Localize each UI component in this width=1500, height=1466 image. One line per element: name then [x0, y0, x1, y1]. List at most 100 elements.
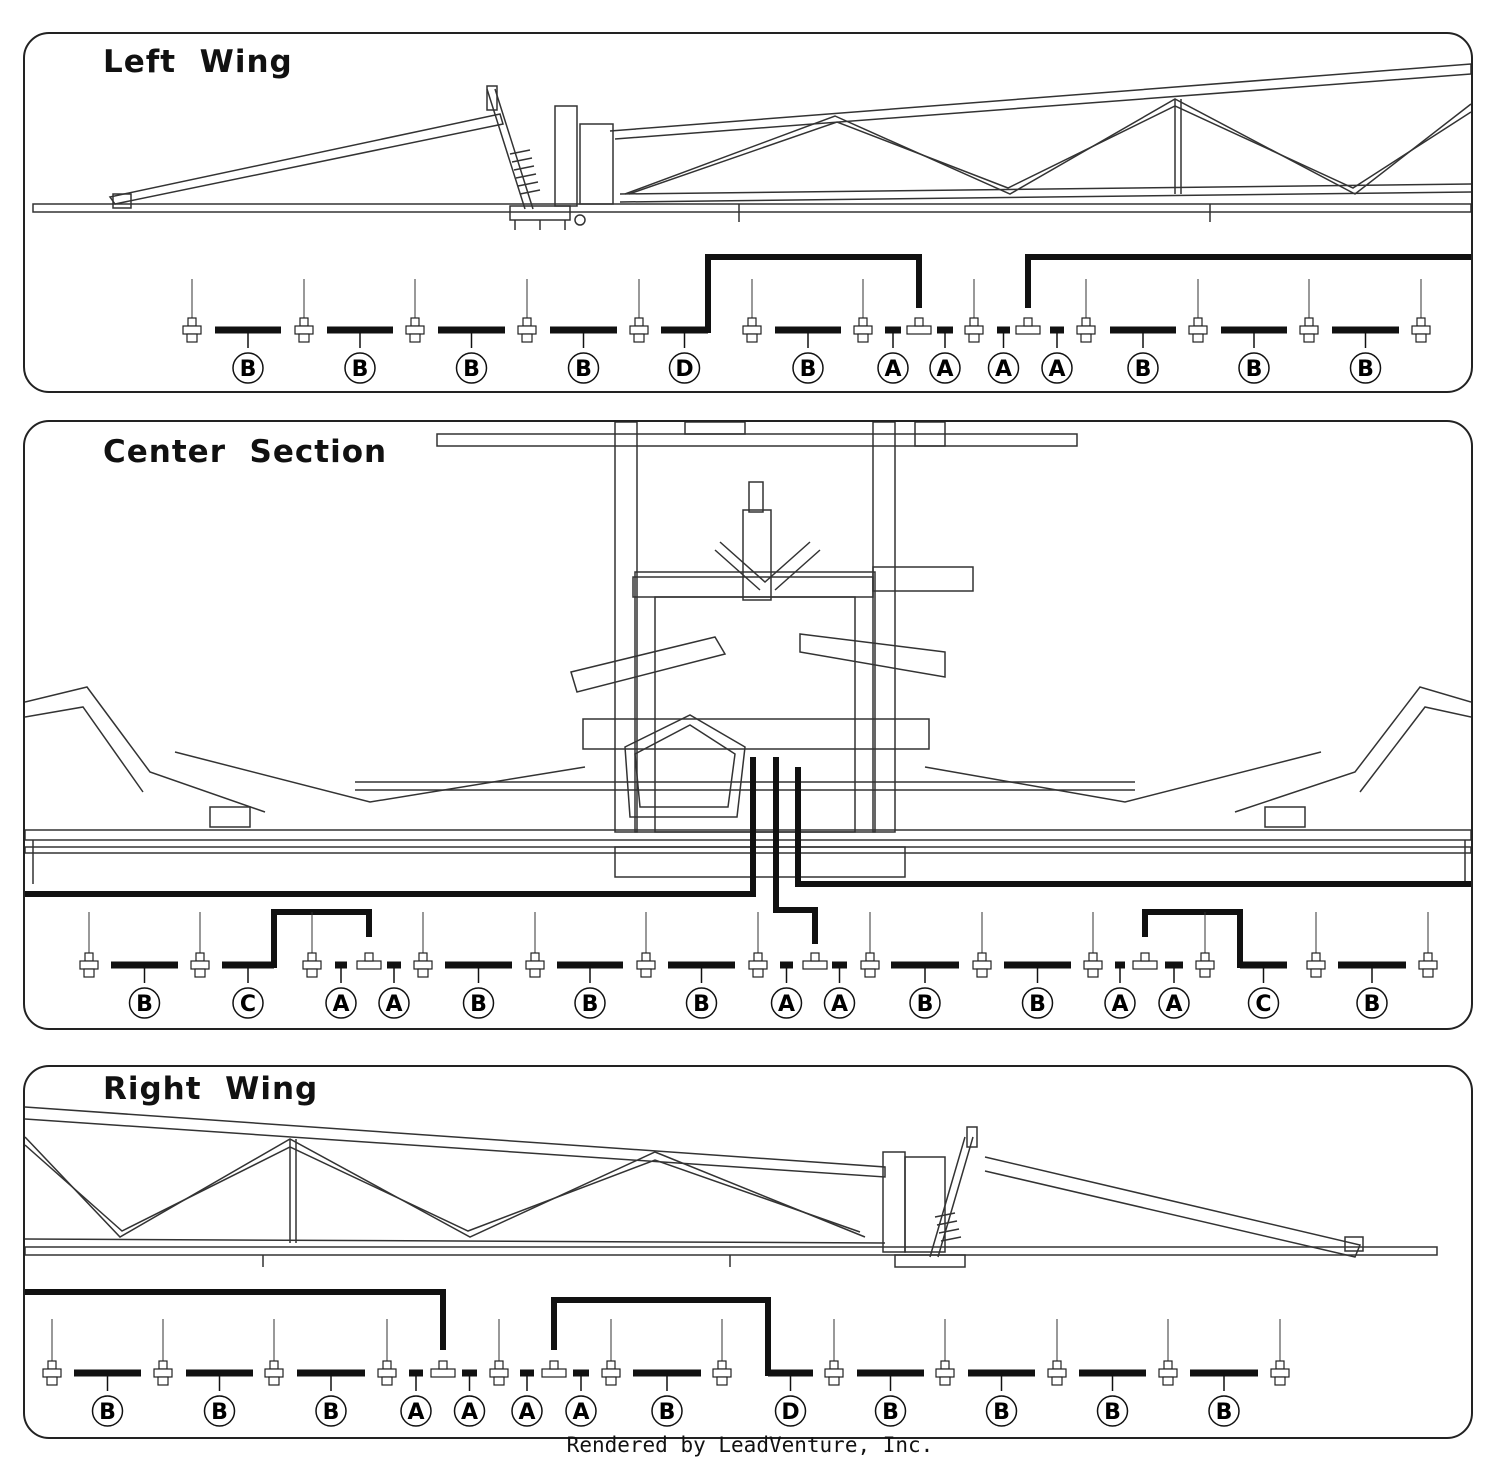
- hose-label: A: [385, 992, 402, 1017]
- nozzle-fitting: [935, 1319, 955, 1386]
- tee-fitting: [906, 317, 932, 335]
- hose-label: B: [1029, 992, 1046, 1017]
- hose-label: B: [1216, 1400, 1233, 1425]
- hose-label-callout: B: [91, 1395, 124, 1427]
- hose-label-callout: A: [823, 987, 856, 1019]
- hose-label: B: [323, 1400, 340, 1425]
- section-title: Center Section: [103, 434, 388, 470]
- nozzle-fitting: [742, 279, 762, 343]
- hose-label: B: [800, 357, 817, 382]
- hose-label-callout: C: [232, 987, 264, 1019]
- hose-label-callout: B: [1349, 352, 1382, 384]
- hose-label-callout: B: [344, 352, 376, 384]
- hose-label-callout: B: [1127, 352, 1159, 384]
- hose-label: B: [463, 357, 480, 382]
- hose-label-callout: A: [400, 1395, 432, 1427]
- hose-label: B: [917, 992, 934, 1017]
- hose-label: B: [470, 992, 487, 1017]
- hose-label-callout: B: [1356, 987, 1388, 1019]
- nozzle-fitting: [264, 1319, 284, 1386]
- footer-credit: Rendered by LeadVenture, Inc.: [566, 1433, 934, 1457]
- hose-label: A: [995, 357, 1012, 382]
- nozzle-fitting: [405, 279, 425, 343]
- hose-label: D: [675, 357, 693, 382]
- hose-label-callout: A: [325, 987, 357, 1019]
- nozzle-fitting: [1158, 1319, 1178, 1386]
- hose-label: A: [1048, 357, 1065, 382]
- nozzle-fitting: [517, 279, 537, 343]
- hose-label-callout: B: [792, 352, 824, 384]
- hose-label-callout: A: [453, 1395, 486, 1427]
- nozzle-fitting: [636, 912, 656, 978]
- hose-label-callout: B: [874, 1395, 907, 1427]
- nozzle-fitting: [972, 912, 992, 978]
- hose-label-callout: B: [455, 352, 488, 384]
- hose-label: B: [659, 1400, 676, 1425]
- nozzle-fitting: [294, 279, 314, 343]
- nozzle-fitting: [748, 912, 768, 978]
- nozzle-fitting: [1047, 1319, 1067, 1386]
- hose-label-callout: A: [511, 1395, 543, 1427]
- hose-label: D: [781, 1400, 799, 1425]
- nozzle-fitting: [153, 1319, 173, 1386]
- hose-label: C: [1255, 992, 1271, 1017]
- nozzle-fitting: [1188, 279, 1208, 343]
- hose-label: B: [211, 1400, 228, 1425]
- nozzle-fitting: [1083, 912, 1103, 978]
- hose-label: A: [1111, 992, 1128, 1017]
- hose-label-callout: B: [574, 987, 606, 1019]
- nozzle-fitting: [853, 279, 873, 343]
- hose-label-callout: D: [668, 352, 701, 384]
- tee-fitting: [541, 1360, 567, 1378]
- hose-label-callout: A: [1104, 987, 1136, 1019]
- hose-label-callout: B: [462, 987, 495, 1019]
- hose-label-callout: B: [1208, 1395, 1240, 1427]
- hose-label: B: [1135, 357, 1152, 382]
- hose-label: B: [240, 357, 257, 382]
- tee-fitting: [1132, 952, 1158, 970]
- tee-fitting: [430, 1360, 456, 1378]
- hose-label-callout: A: [877, 352, 909, 384]
- nozzle-fitting: [1306, 912, 1326, 978]
- hose-label-callout: B: [567, 352, 600, 384]
- nozzle-fitting: [489, 1319, 509, 1386]
- nozzle-fitting: [1418, 912, 1438, 978]
- tee-fitting: [1015, 317, 1041, 335]
- nozzle-fitting: [1411, 279, 1431, 343]
- hose-label: A: [572, 1400, 589, 1425]
- hose-label-callout: B: [315, 1395, 347, 1427]
- hose-label: B: [575, 357, 592, 382]
- hose-label-callout: D: [774, 1395, 807, 1427]
- hose-label: B: [693, 992, 710, 1017]
- hose-label-callout: B: [685, 987, 718, 1019]
- hose-label: B: [352, 357, 369, 382]
- nozzle-fitting: [629, 279, 649, 343]
- tee-fitting: [356, 952, 382, 970]
- hose-label: A: [1165, 992, 1182, 1017]
- hose-label: A: [407, 1400, 424, 1425]
- nozzle-fitting: [1076, 279, 1096, 343]
- hose-label: B: [1104, 1400, 1121, 1425]
- hose-label: B: [1357, 357, 1374, 382]
- nozzle-fitting: [42, 1319, 62, 1386]
- hose-label: A: [518, 1400, 535, 1425]
- hose-label: A: [831, 992, 848, 1017]
- hose-label: A: [936, 357, 953, 382]
- nozzle-fitting: [601, 1319, 621, 1386]
- hose-label: A: [332, 992, 349, 1017]
- nozzle-fitting: [824, 1319, 844, 1386]
- hose-label-callout: B: [651, 1395, 683, 1427]
- hose-label-callout: A: [1041, 352, 1073, 384]
- hose-label-callout: A: [987, 352, 1020, 384]
- nozzle-fitting: [1195, 912, 1215, 978]
- nozzle-fitting: [1299, 279, 1319, 343]
- hose-label-callout: A: [378, 987, 410, 1019]
- nozzle-fitting: [182, 279, 202, 343]
- nozzle-fitting: [712, 1319, 732, 1386]
- hose-label-callout: C: [1247, 987, 1280, 1019]
- hose-label-callout: A: [770, 987, 803, 1019]
